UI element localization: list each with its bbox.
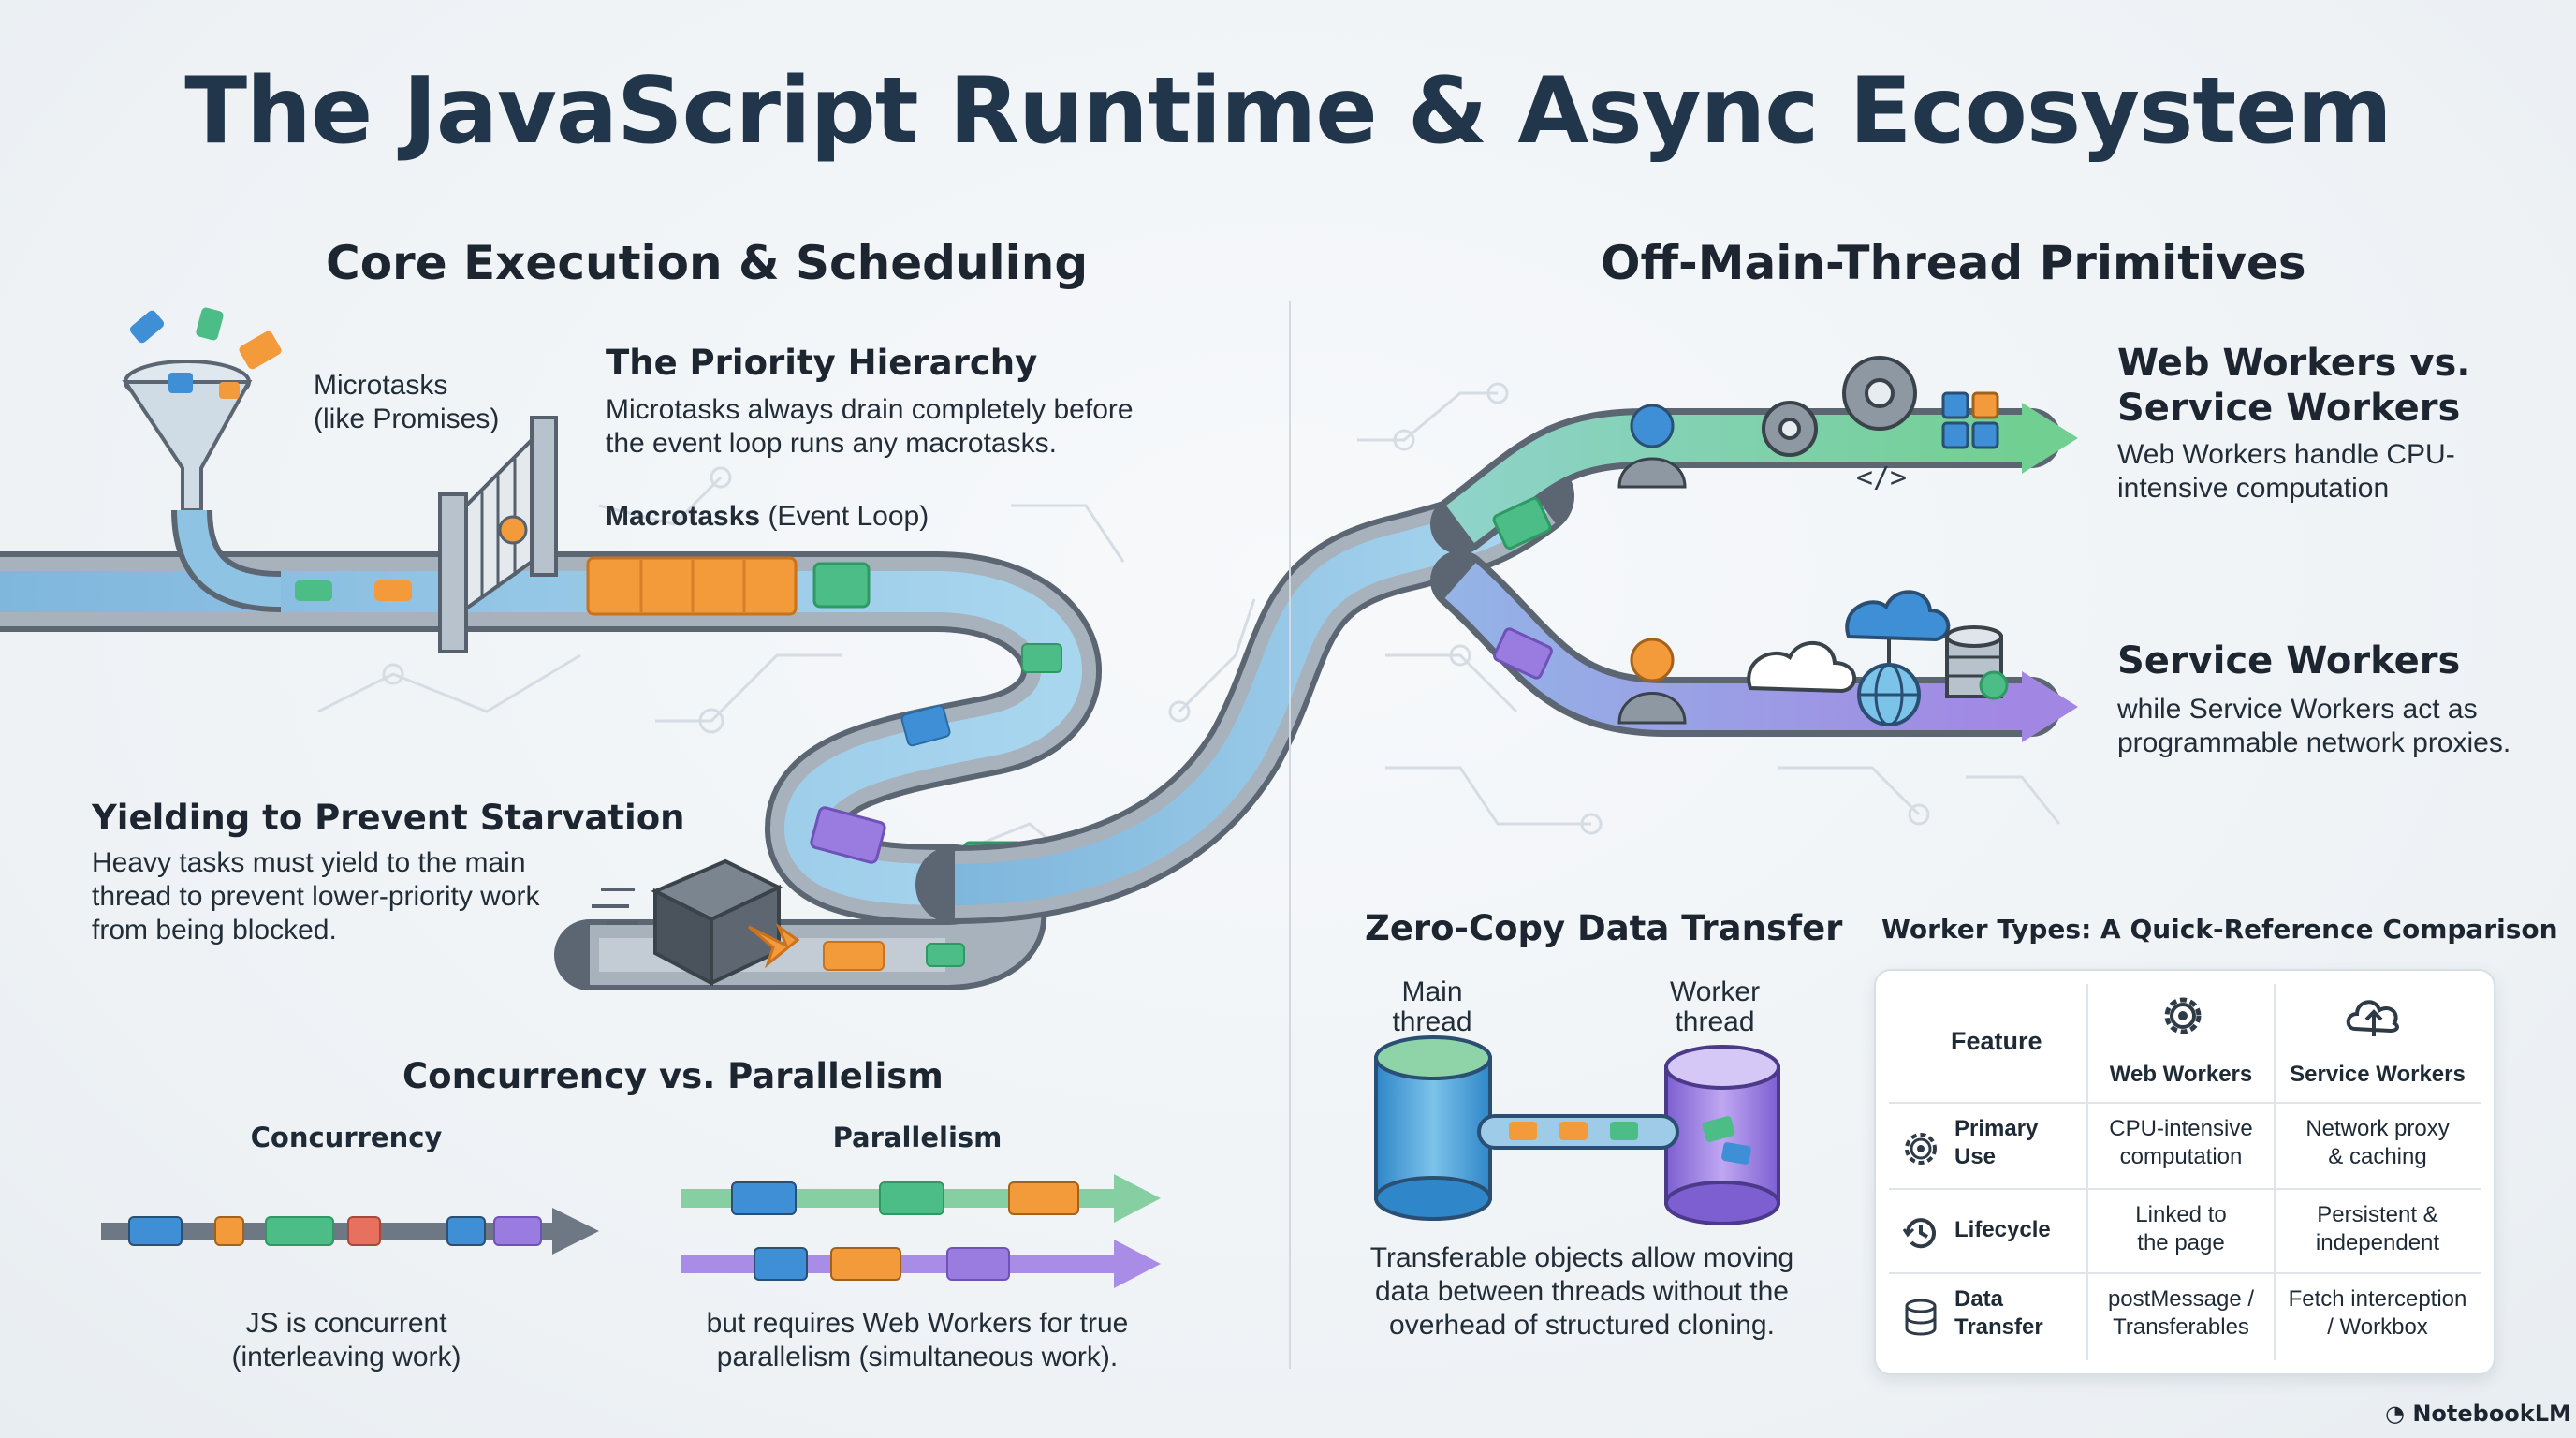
macrotasks-bold: Macrotasks xyxy=(606,501,761,532)
yield-line-2: thread to prevent lower-priority work xyxy=(92,881,540,912)
calculator-icon xyxy=(1941,391,1999,449)
macrotasks-rest: (Event Loop) xyxy=(768,501,929,532)
worker-thread-label-1: Worker xyxy=(1669,976,1761,1007)
notebooklm-logo-icon: ◔ xyxy=(2385,1401,2405,1427)
col-header-web: Web Workers xyxy=(2109,1062,2253,1087)
row-lifecycle-web-1: Linked to xyxy=(2135,1202,2227,1227)
web-workers-heading-1: Web Workers vs. xyxy=(2117,342,2471,385)
service-worker-person-icon xyxy=(1617,638,1687,725)
col-header-service: Service Workers xyxy=(2290,1062,2466,1087)
row-lifecycle-service-2: independent xyxy=(2315,1230,2440,1255)
comparison-table: Feature Web Workers Service Workers Prim… xyxy=(1874,969,2496,1375)
row-lifecycle-web-2: the page xyxy=(2137,1230,2225,1255)
code-icon: </> xyxy=(1856,462,1907,494)
zero-copy-heading: Zero-Copy Data Transfer xyxy=(1365,908,1843,948)
web-workers-line-1: Web Workers handle CPU- xyxy=(2117,439,2455,470)
priority-heading: The Priority Hierarchy xyxy=(606,343,1038,383)
gear-icon xyxy=(1905,1133,1937,1165)
web-workers-line-2: intensive computation xyxy=(2117,473,2390,504)
parallelism-label: Parallelism xyxy=(832,1122,1003,1153)
web-workers-heading-2: Service Workers xyxy=(2117,387,2461,430)
macrotasks-label: Macrotasks (Event Loop) xyxy=(606,500,929,534)
main-thread-label-1: Main xyxy=(1401,976,1463,1007)
row-primary-web-2: computation xyxy=(2119,1144,2243,1169)
col-header-feature: Feature xyxy=(1951,1027,2042,1055)
row-data-service-2: / Workbox xyxy=(2327,1314,2428,1340)
globe-icon xyxy=(1845,590,1951,726)
zero-copy-line-2: data between threads without the xyxy=(1375,1276,1789,1307)
circuit-lines xyxy=(317,382,2061,882)
microtasks-label: Microtasks xyxy=(314,370,448,401)
parallelism-caption-2: parallelism (simultaneous work). xyxy=(716,1342,1119,1372)
yield-line-1: Heavy tasks must yield to the main xyxy=(92,847,526,878)
heavy-task-cube-icon xyxy=(592,858,800,987)
funnel-icon xyxy=(122,307,282,612)
microtasks-sublabel: (like Promises) xyxy=(314,404,500,434)
gate-icon xyxy=(438,416,558,653)
left-road xyxy=(0,551,1102,990)
table-row-divider xyxy=(1889,1102,2481,1104)
gear-icons xyxy=(1762,356,1917,457)
row-data-web-2: Transferables xyxy=(2113,1314,2249,1340)
task-blocks xyxy=(295,556,1062,971)
zero-copy-line-1: Transferable objects allow moving xyxy=(1369,1242,1794,1273)
row-lifecycle-service-1: Persistent & xyxy=(2317,1202,2438,1227)
service-workers-line-1: while Service Workers act as xyxy=(2117,694,2478,725)
database-icon xyxy=(1945,625,2009,700)
clock-icon xyxy=(1902,1218,1936,1249)
left-section-heading: Core Execution & Scheduling xyxy=(326,236,1089,290)
right-section-heading: Off-Main-Thread Primitives xyxy=(1601,236,2306,290)
yield-line-3: from being blocked. xyxy=(92,915,337,946)
row-data-feature-2: Transfer xyxy=(1954,1314,2043,1340)
table-col-divider xyxy=(2274,984,2276,1360)
row-primary-service-1: Network proxy xyxy=(2305,1116,2450,1141)
row-data-service-1: Fetch interception xyxy=(2288,1286,2467,1312)
concurrency-lane xyxy=(101,1208,599,1255)
cloud-upload-icon xyxy=(2346,1000,2399,1036)
row-data-feature-1: Data xyxy=(1954,1286,2004,1312)
page-title: The JavaScript Runtime & Async Ecosystem xyxy=(184,58,2393,165)
table-row-divider xyxy=(1889,1272,2481,1274)
concurrency-caption-1: JS is concurrent xyxy=(245,1308,447,1339)
row-lifecycle-feature: Lifecycle xyxy=(1954,1217,2051,1242)
table-caption: Worker Types: A Quick-Reference Comparis… xyxy=(1881,914,2558,945)
section-divider xyxy=(1289,301,1291,1369)
row-data-web-1: postMessage / xyxy=(2107,1286,2255,1312)
yield-heading: Yielding to Prevent Starvation xyxy=(92,798,685,838)
main-thread-label-2: thread xyxy=(1392,1006,1472,1037)
service-workers-heading: Service Workers xyxy=(2117,639,2461,682)
cvp-heading: Concurrency vs. Parallelism xyxy=(402,1056,944,1096)
row-primary-feature-1: Primary xyxy=(1954,1116,2039,1141)
table-col-divider xyxy=(2086,984,2088,1360)
brand-label: NotebookLM xyxy=(2412,1401,2571,1427)
main-thread-cylinder-icon xyxy=(1374,1035,1492,1221)
gear-icon xyxy=(2164,997,2202,1034)
concurrency-caption-2: (interleaving work) xyxy=(231,1342,461,1372)
priority-line-2: the event loop runs any macrotasks. xyxy=(606,428,1057,459)
cloud-icon xyxy=(1747,641,1857,694)
table-row-divider xyxy=(1889,1188,2481,1190)
parallelism-lanes xyxy=(681,1174,1161,1288)
row-primary-service-2: & caching xyxy=(2328,1144,2427,1169)
web-worker-person-icon xyxy=(1617,404,1687,489)
zero-copy-line-3: overhead of structured cloning. xyxy=(1389,1310,1775,1341)
service-workers-line-2: programmable network proxies. xyxy=(2117,727,2511,758)
worker-thread-cylinder-icon xyxy=(1664,1045,1780,1225)
transfer-pipe xyxy=(1477,1114,1679,1150)
worker-thread-label-2: thread xyxy=(1675,1006,1755,1037)
row-primary-feature-2: Use xyxy=(1954,1144,1997,1169)
row-primary-web-1: CPU-intensive xyxy=(2109,1116,2253,1141)
brand-mark: ◔ NotebookLM xyxy=(2385,1401,2571,1427)
parallelism-caption-1: but requires Web Workers for true xyxy=(706,1308,1129,1339)
concurrency-label: Concurrency xyxy=(250,1122,443,1153)
priority-line-1: Microtasks always drain completely befor… xyxy=(606,394,1134,425)
web-worker-lane xyxy=(1430,403,2078,554)
database-icon xyxy=(1905,1299,1937,1336)
